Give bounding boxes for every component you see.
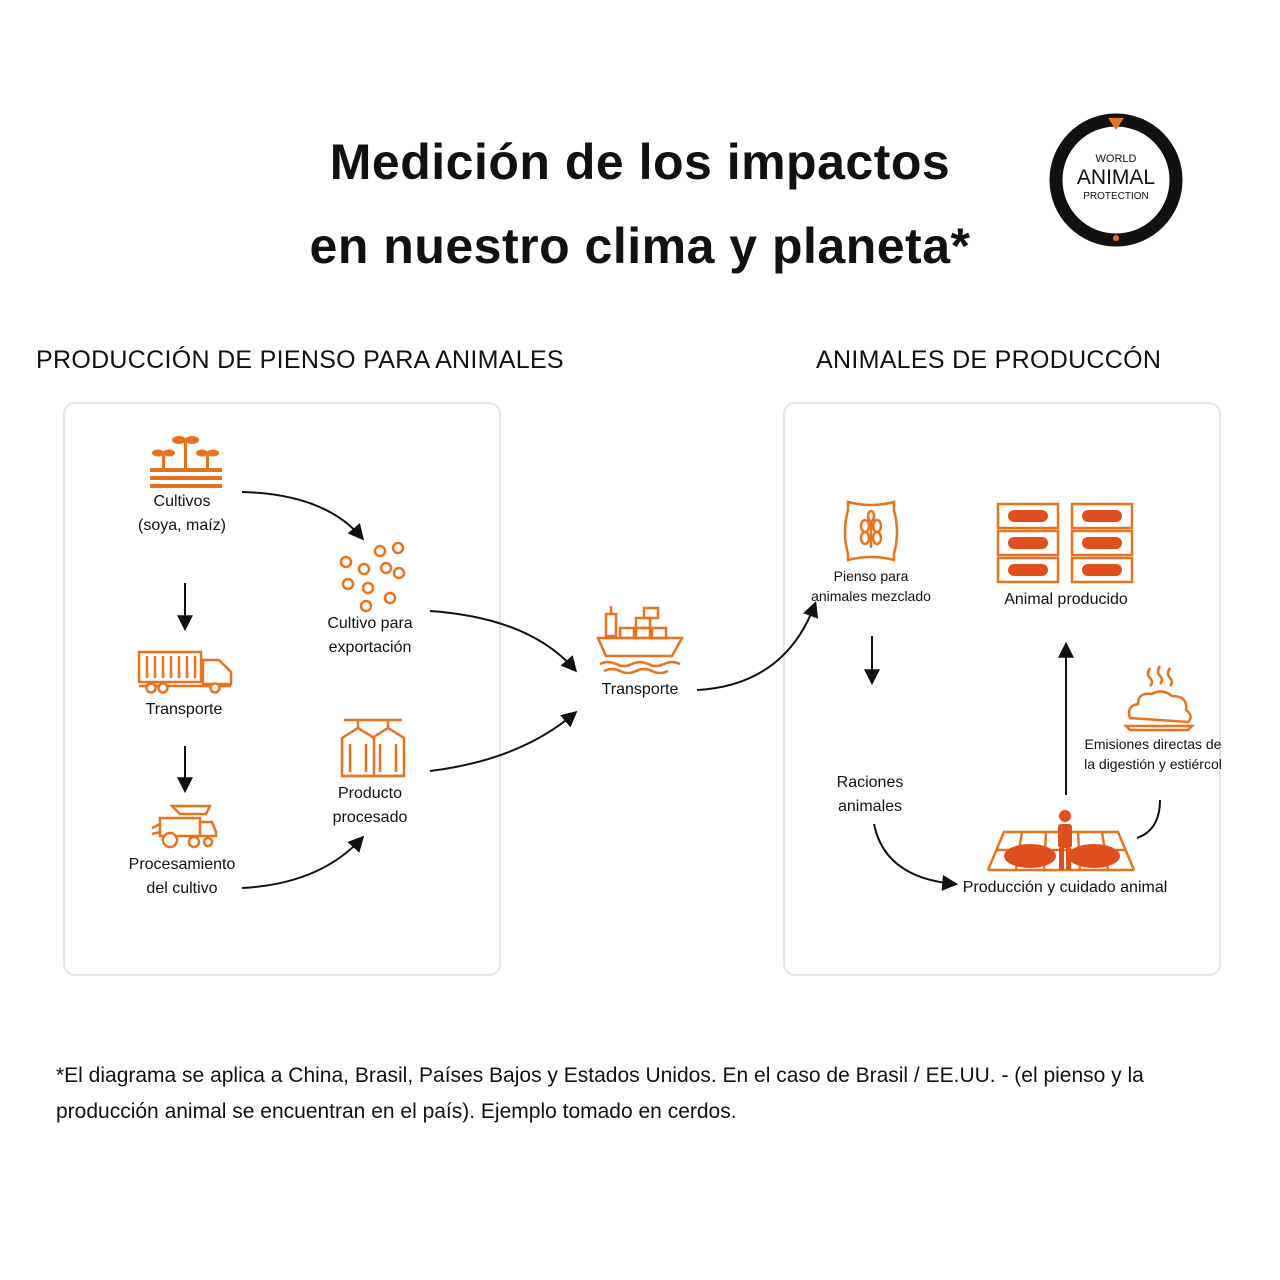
processed-product-label: Producto procesado — [332, 785, 408, 826]
page-title: Medición de los impactos en nuestro clim… — [250, 120, 1030, 288]
title-line-2: en nuestro clima y planeta* — [309, 218, 971, 274]
ship-transport-label: Transporte — [601, 681, 679, 698]
cargo-ship-icon — [596, 604, 686, 674]
rations-label: Raciones animales — [836, 774, 904, 815]
truck-label: Transporte — [145, 701, 223, 718]
svg-text:PROTECTION: PROTECTION — [1083, 191, 1149, 202]
silos-icon — [338, 716, 408, 780]
footnote: *El diagrama se aplica a China, Brasil, … — [56, 1064, 1144, 1123]
feed-sack-icon — [840, 498, 902, 564]
production-care-label: Producción y cuidado animal — [962, 879, 1168, 896]
grains-icon — [334, 540, 410, 614]
mixed-feed-label: Pienso para animales mezclado — [811, 568, 931, 604]
svg-text:WORLD: WORLD — [1096, 153, 1137, 165]
world-animal-protection-logo: WORLD ANIMAL PROTECTION — [1046, 110, 1186, 250]
processing-label: Procesamiento del cultivo — [128, 856, 236, 897]
export-crop-label: Cultivo para exportación — [327, 615, 413, 656]
harvester-icon — [150, 802, 220, 850]
title-line-1: Medición de los impactos — [329, 134, 951, 190]
pig-pen-icon — [986, 808, 1136, 872]
animal-produced-label: Animal producido — [1004, 591, 1128, 608]
crops-label: Cultivos (soya, maíz) — [137, 493, 226, 534]
farm-animals-heading: ANIMALES DE PRODUCCÓN — [816, 346, 1162, 374]
emissions-label: Emisiones directas de la digestión y est… — [1084, 736, 1222, 772]
sprouts-field-icon — [148, 432, 224, 492]
meat-trays-icon — [996, 502, 1136, 586]
svg-text:ANIMAL: ANIMAL — [1077, 166, 1155, 189]
manure-icon — [1122, 664, 1196, 734]
feed-production-heading: PRODUCCIÓN DE PIENSO PARA ANIMALES — [36, 346, 564, 374]
farm-animals-panel — [783, 402, 1221, 976]
truck-icon — [137, 650, 235, 694]
